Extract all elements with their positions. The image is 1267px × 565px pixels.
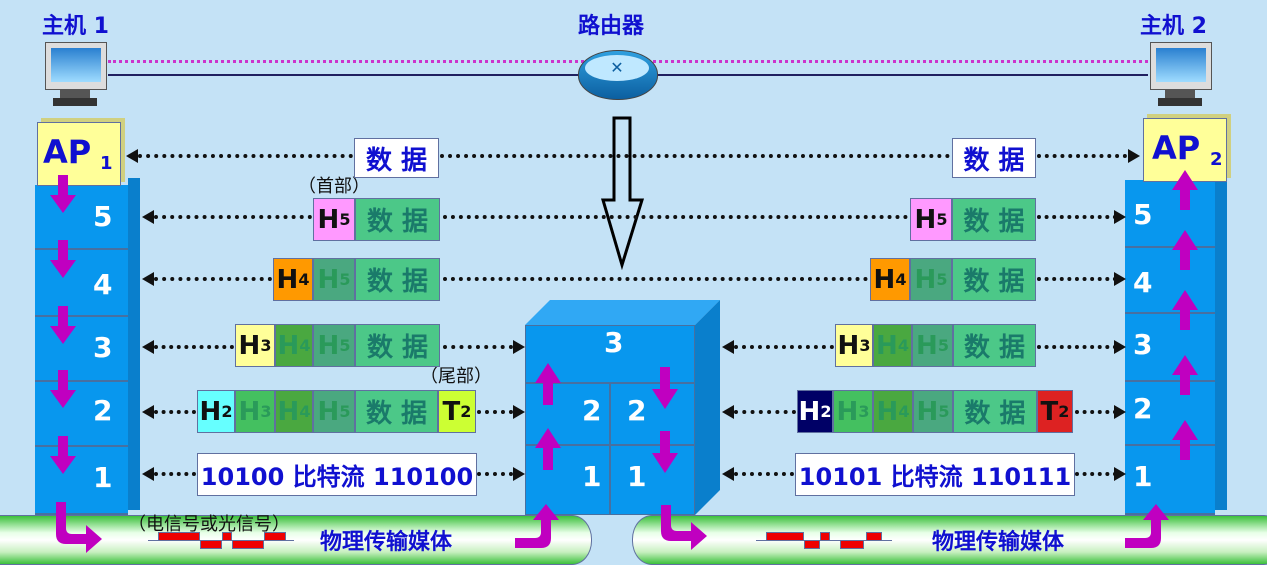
- host2-layer-5: 5: [1125, 180, 1215, 248]
- bitstream-right: 10101 比特流 110111: [795, 453, 1075, 496]
- header-note: （首部）: [298, 176, 370, 197]
- host1-layer-4: 4: [35, 250, 128, 317]
- turn-right-arrow-icon: [56, 502, 102, 553]
- down-arrow-icon: [652, 367, 707, 550]
- host2-monitor-icon: [1150, 42, 1212, 108]
- hollow-down-arrow-icon: [600, 116, 645, 270]
- host2-layer-3: 3: [1125, 314, 1215, 382]
- trailer-note: （尾部）: [420, 366, 492, 387]
- medium-label-right: 物理传输媒体: [932, 530, 1065, 555]
- host2-label: 主机 2: [1140, 14, 1207, 39]
- app-data-left: 数 据: [354, 138, 439, 178]
- host2-layer-1: 1: [1125, 446, 1215, 515]
- signal-note: （电信号或光信号）: [128, 514, 290, 535]
- host1-layer-2: 2: [35, 382, 128, 447]
- down-arrow-icon: [50, 175, 76, 474]
- host1-layer-5: 5: [35, 185, 128, 250]
- host1-monitor-icon: [45, 42, 107, 108]
- host1-layer-3: 3: [35, 317, 128, 382]
- host2-layer-4: 4: [1125, 248, 1215, 314]
- bitstream-left: 10100 比特流 110100: [197, 453, 477, 496]
- router-label: 路由器: [578, 14, 645, 39]
- app-data-right: 数 据: [952, 138, 1036, 178]
- physical-medium-right: [632, 515, 1267, 565]
- medium-label-left: 物理传输媒体: [320, 530, 453, 555]
- host1-label: 主机 1: [42, 14, 109, 39]
- host2-layer-2: 2: [1125, 382, 1215, 446]
- host1-layer-1: 1: [35, 447, 128, 515]
- up-arrow-icon: [515, 170, 1198, 548]
- router-icon: ✕: [578, 50, 658, 100]
